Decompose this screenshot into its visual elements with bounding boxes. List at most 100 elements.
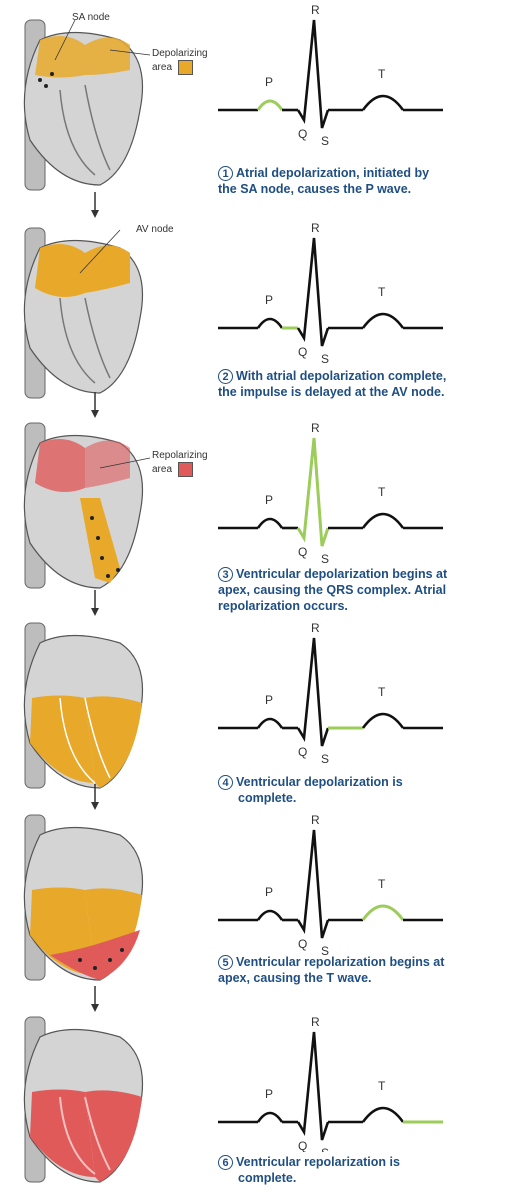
ecg-label-p: P [265, 693, 273, 707]
down-arrow-icon [91, 192, 99, 218]
ecg-label-p: P [265, 885, 273, 899]
caption-1-line-2: the SA node, causes the P wave. [218, 182, 412, 196]
ecg-segment-qrs [296, 237, 330, 347]
ecg-segment-qrs [296, 1031, 330, 1141]
caption-6-line-2: complete. [238, 1171, 297, 1185]
caption-3-line-3: repolarization occurs. [218, 599, 348, 613]
depolarizing-legend: Depolarizing area [152, 48, 208, 75]
depolarizing-label-2: area [152, 62, 173, 74]
ecg-segment-qrs [296, 437, 330, 547]
ecg-segment-qrs [296, 637, 330, 747]
ecg-label-r: R [311, 813, 320, 827]
ecg-label-s: S [321, 552, 329, 566]
ecg-label-p: P [265, 293, 273, 307]
ecg-label-r: R [311, 1015, 320, 1029]
av-node-label: AV node [136, 224, 174, 235]
step-number-6: 6 [218, 1155, 233, 1170]
step-number-1: 1 [218, 166, 233, 181]
ecg-label-p: P [265, 1087, 273, 1101]
ecg-label-s: S [321, 134, 329, 148]
ecg-segment-qrs [296, 829, 330, 939]
ecg-label-s: S [321, 944, 329, 958]
ecg-label-q: Q [298, 127, 307, 141]
heart-diagram-6 [23, 1016, 143, 1183]
ecg-label-s: S [321, 352, 329, 366]
heart-diagram-4 [23, 622, 143, 789]
ecg-label-q: Q [298, 1139, 307, 1152]
ecg-label-s: S [321, 1146, 329, 1152]
down-arrow-icon [91, 392, 99, 418]
caption-5-line-1: Ventricular repolarization begins at [236, 955, 445, 969]
ecg-segment-p [256, 909, 284, 921]
down-arrow-icon [91, 590, 99, 616]
sa-node-label: SA node [72, 12, 110, 23]
ecg-trace-6: R P T Q S [218, 1015, 443, 1152]
heart-diagram-1 [23, 19, 151, 191]
ecg-segment-t [361, 94, 405, 111]
ecg-segment-p [256, 517, 284, 529]
ecg-segment-qrs [296, 19, 330, 129]
down-arrow-icon [91, 784, 99, 810]
ecg-label-r: R [311, 221, 320, 235]
caption-6-line-1: Ventricular repolarization is [236, 1155, 400, 1169]
ecg-label-q: Q [298, 545, 307, 559]
heart-diagram-2 [23, 227, 143, 399]
depolarizing-label-1: Depolarizing [152, 48, 208, 59]
step-number-2: 2 [218, 369, 233, 384]
caption-4-line-2: complete. [238, 791, 297, 805]
ecg-label-s: S [321, 752, 329, 766]
ecg-label-r: R [311, 621, 320, 635]
ecg-label-q: Q [298, 745, 307, 759]
ecg-segment-p [256, 317, 284, 329]
repolarizing-label-1: Repolarizing [152, 450, 208, 461]
heart-diagram-5 [23, 814, 143, 981]
ecg-label-p: P [265, 75, 273, 89]
ecg-segment-t [361, 1106, 405, 1123]
caption-4-line-1: Ventricular depolarization is [236, 775, 403, 789]
depolarizing-swatch [177, 60, 193, 75]
caption-3-line-2: apex, causing the QRS complex. Atrial [218, 583, 447, 597]
ecg-segment-p [256, 99, 284, 111]
ecg-label-t: T [378, 685, 386, 699]
ecg-label-r: R [311, 421, 320, 435]
ecg-label-r: R [311, 3, 320, 17]
ecg-segment-t [361, 312, 405, 329]
ecg-segment-t [361, 712, 405, 729]
ecg-segment-t [361, 512, 405, 529]
ecg-label-q: Q [298, 937, 307, 951]
caption-3-line-1: Ventricular depolarization begins at [236, 567, 448, 581]
step-number-5: 5 [218, 955, 233, 970]
ecg-segment-p [256, 1111, 284, 1123]
down-arrow-icon [91, 986, 99, 1012]
heart-diagram-3 [23, 422, 151, 589]
ecg-label-t: T [378, 1079, 386, 1093]
repolarizing-swatch [177, 462, 193, 477]
ecg-label-t: T [378, 67, 386, 81]
ecg-label-q: Q [298, 345, 307, 359]
ecg-label-t: T [378, 877, 386, 891]
caption-5-line-2: apex, causing the T wave. [218, 971, 372, 985]
step-number-3: 3 [218, 567, 233, 582]
caption-2-line-1: With atrial depolarization complete, [236, 369, 447, 383]
ecg-segment-t [361, 904, 405, 921]
repolarizing-label-2: area [152, 464, 173, 476]
ecg-label-t: T [378, 285, 386, 299]
step-number-4: 4 [218, 775, 233, 790]
